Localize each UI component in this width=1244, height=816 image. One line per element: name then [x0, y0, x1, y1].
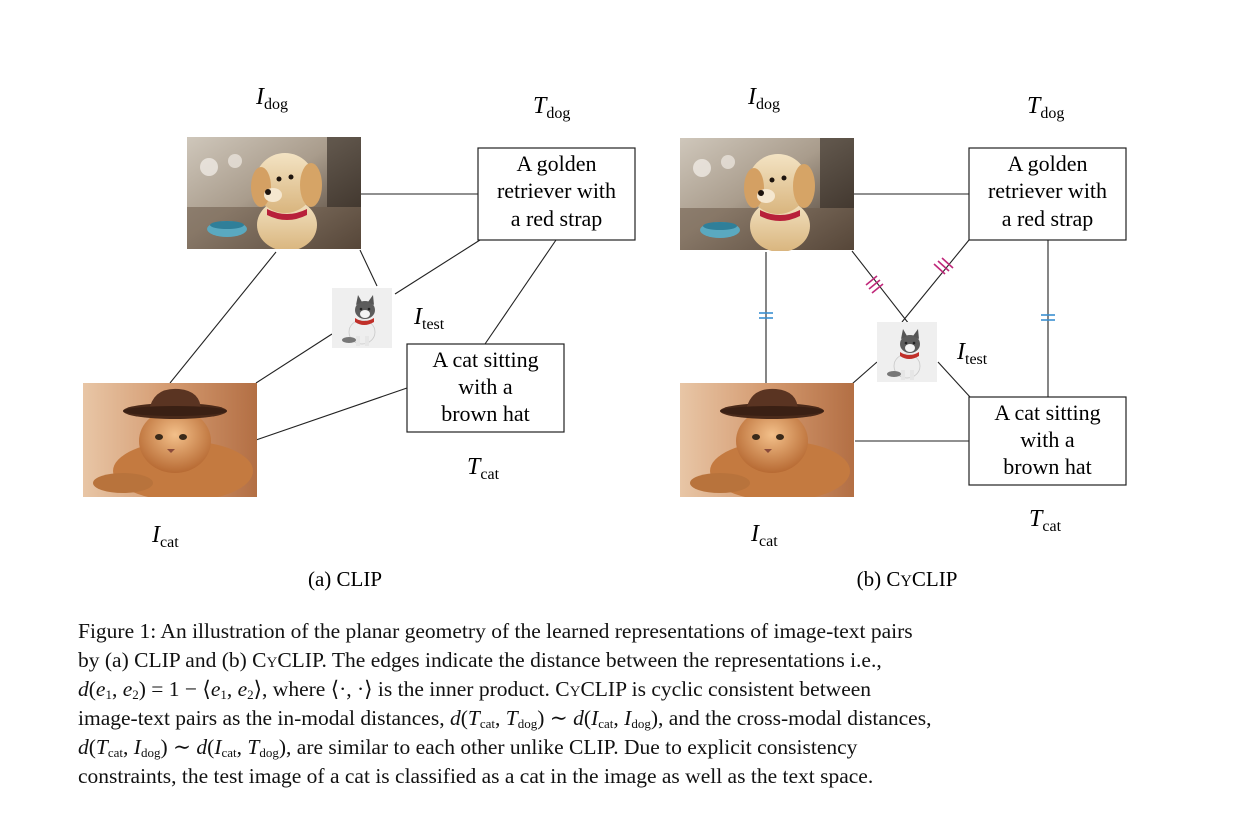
caption-line-5: d(Tcat, Idog) ∼ d(Icat, Tdog), are simil… [78, 735, 858, 760]
single-tick-left [759, 312, 773, 319]
label-i-cat: Icat [750, 521, 778, 550]
svg-text:a red strap: a red strap [1002, 206, 1094, 231]
edge-icat-tcat [255, 387, 408, 441]
edge-itest-icat [255, 333, 333, 384]
label-t-cat: Tcat [1029, 506, 1062, 535]
figure-1: A golden retriever with a red strap A ca… [83, 84, 1127, 591]
label-i-test: Itest [413, 304, 445, 333]
triple-tick-right [933, 257, 954, 275]
svg-text:A cat sitting: A cat sitting [994, 400, 1100, 425]
label-i-dog: Idog [255, 84, 288, 113]
test-cat-image [332, 288, 392, 348]
edge-itest-tcat [937, 361, 971, 398]
caption-line-4: image-text pairs as the in-modal distanc… [78, 706, 932, 731]
svg-text:A cat sitting: A cat sitting [432, 347, 538, 372]
svg-text:retriever with: retriever with [988, 178, 1107, 203]
subfigure-caption-b: (b) CyCLIP [857, 567, 958, 591]
label-i-dog: Idog [747, 84, 780, 113]
svg-text:with a: with a [1020, 427, 1075, 452]
svg-text:retriever with: retriever with [497, 178, 616, 203]
subfigure-caption-a: (a) CLIP [308, 567, 382, 591]
cat-image [680, 383, 854, 497]
edge-itest-icat [851, 361, 878, 385]
label-t-dog: Tdog [533, 93, 570, 122]
svg-text:brown hat: brown hat [441, 401, 530, 426]
panel-a-edges [169, 193, 557, 441]
label-i-test: Itest [956, 339, 988, 368]
svg-text:brown hat: brown hat [1003, 454, 1092, 479]
label-t-dog: Tdog [1027, 93, 1064, 122]
test-cat-image [876, 322, 938, 382]
edge-idog-itest [359, 249, 378, 287]
edge-tdog-tcat [484, 239, 557, 345]
caption-line-6: constraints, the test image of a cat is … [78, 764, 874, 788]
svg-text:A golden: A golden [516, 151, 596, 176]
cat-image [83, 383, 257, 497]
svg-text:a red strap: a red strap [511, 206, 603, 231]
single-tick-right [1041, 314, 1055, 321]
text-box-cat: A cat sitting with a brown hat [968, 396, 1127, 486]
panel-a: A golden retriever with a red strap A ca… [83, 84, 636, 591]
panel-b-edges [765, 193, 1049, 442]
panel-b: A golden retriever with a red strap A ca… [680, 84, 1127, 591]
edge-tdog-itest [901, 239, 970, 323]
triple-tick-left [865, 275, 884, 294]
caption-line-1: Figure 1: An illustration of the planar … [78, 619, 913, 643]
label-t-cat: Tcat [467, 454, 500, 483]
equality-ticks [759, 257, 1055, 321]
svg-text:A golden: A golden [1007, 151, 1087, 176]
edge-idog-icat [169, 251, 277, 384]
edge-idog-itest [851, 250, 910, 325]
text-box-dog: A golden retriever with a red strap [477, 147, 636, 241]
figure-caption: Figure 1: An illustration of the planar … [78, 617, 1108, 791]
caption-line-3: d(e1, e2) = 1 − ⟨e1, e2⟩, where ⟨·, ·⟩ i… [78, 677, 872, 702]
caption-line-2: by (a) CLIP and (b) CyCLIP. The edges in… [78, 648, 882, 672]
dog-image [187, 137, 361, 249]
svg-text:with a: with a [458, 374, 513, 399]
text-box-dog: A golden retriever with a red strap [968, 147, 1127, 241]
label-i-cat: Icat [151, 522, 179, 551]
dog-image [680, 138, 854, 251]
text-box-cat: A cat sitting with a brown hat [406, 343, 565, 433]
edge-tdog-itest [394, 239, 481, 295]
